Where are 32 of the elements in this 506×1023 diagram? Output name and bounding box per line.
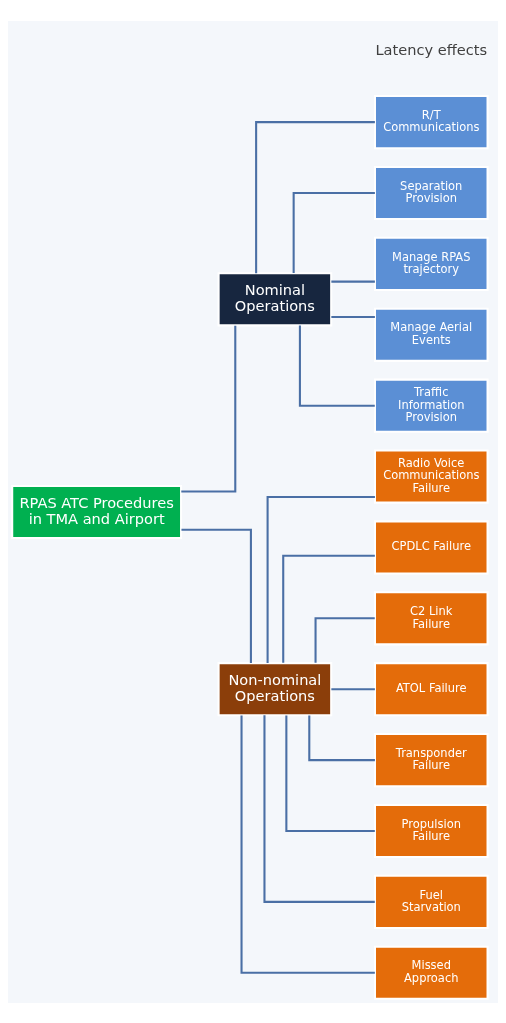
connector bbox=[331, 687, 375, 690]
connector bbox=[266, 495, 375, 663]
connector bbox=[331, 315, 375, 318]
connector bbox=[314, 616, 375, 663]
connector bbox=[181, 325, 237, 493]
node-box: C2 Link Failure bbox=[373, 590, 489, 645]
connector bbox=[255, 120, 375, 273]
node-box: Propulsion Failure bbox=[373, 803, 489, 858]
node-box: RPAS ATC Procedures in TMA and Airport bbox=[11, 484, 183, 539]
connector bbox=[308, 715, 375, 761]
node-box: CPDLC Failure bbox=[373, 519, 489, 575]
label: Latency effects bbox=[375, 40, 488, 58]
connector bbox=[292, 191, 375, 273]
node-box: Fuel Starvation bbox=[373, 874, 489, 929]
connector bbox=[285, 715, 375, 832]
node-box: Manage Aerial Events bbox=[373, 307, 489, 362]
node-box: Nominal Operations bbox=[217, 271, 333, 326]
node-box: Separation Provision bbox=[373, 165, 489, 220]
connector bbox=[263, 714, 375, 903]
node-box: Non-nominal Operations bbox=[217, 661, 333, 716]
node-box: Radio Voice Communications Failure bbox=[373, 448, 489, 504]
connector bbox=[181, 528, 252, 663]
node-box: Manage RPAS trajectory bbox=[373, 236, 489, 291]
connector bbox=[240, 714, 375, 974]
connector bbox=[298, 325, 375, 407]
node-box: ATOL Failure bbox=[373, 661, 489, 716]
node-box: Missed Approach bbox=[373, 945, 489, 1000]
node-box: R/T Communications bbox=[373, 94, 489, 149]
node-box: Traffic Information Provision bbox=[373, 378, 489, 433]
connector bbox=[331, 280, 375, 283]
connector bbox=[282, 554, 375, 663]
node-box: Transponder Failure bbox=[373, 732, 489, 787]
